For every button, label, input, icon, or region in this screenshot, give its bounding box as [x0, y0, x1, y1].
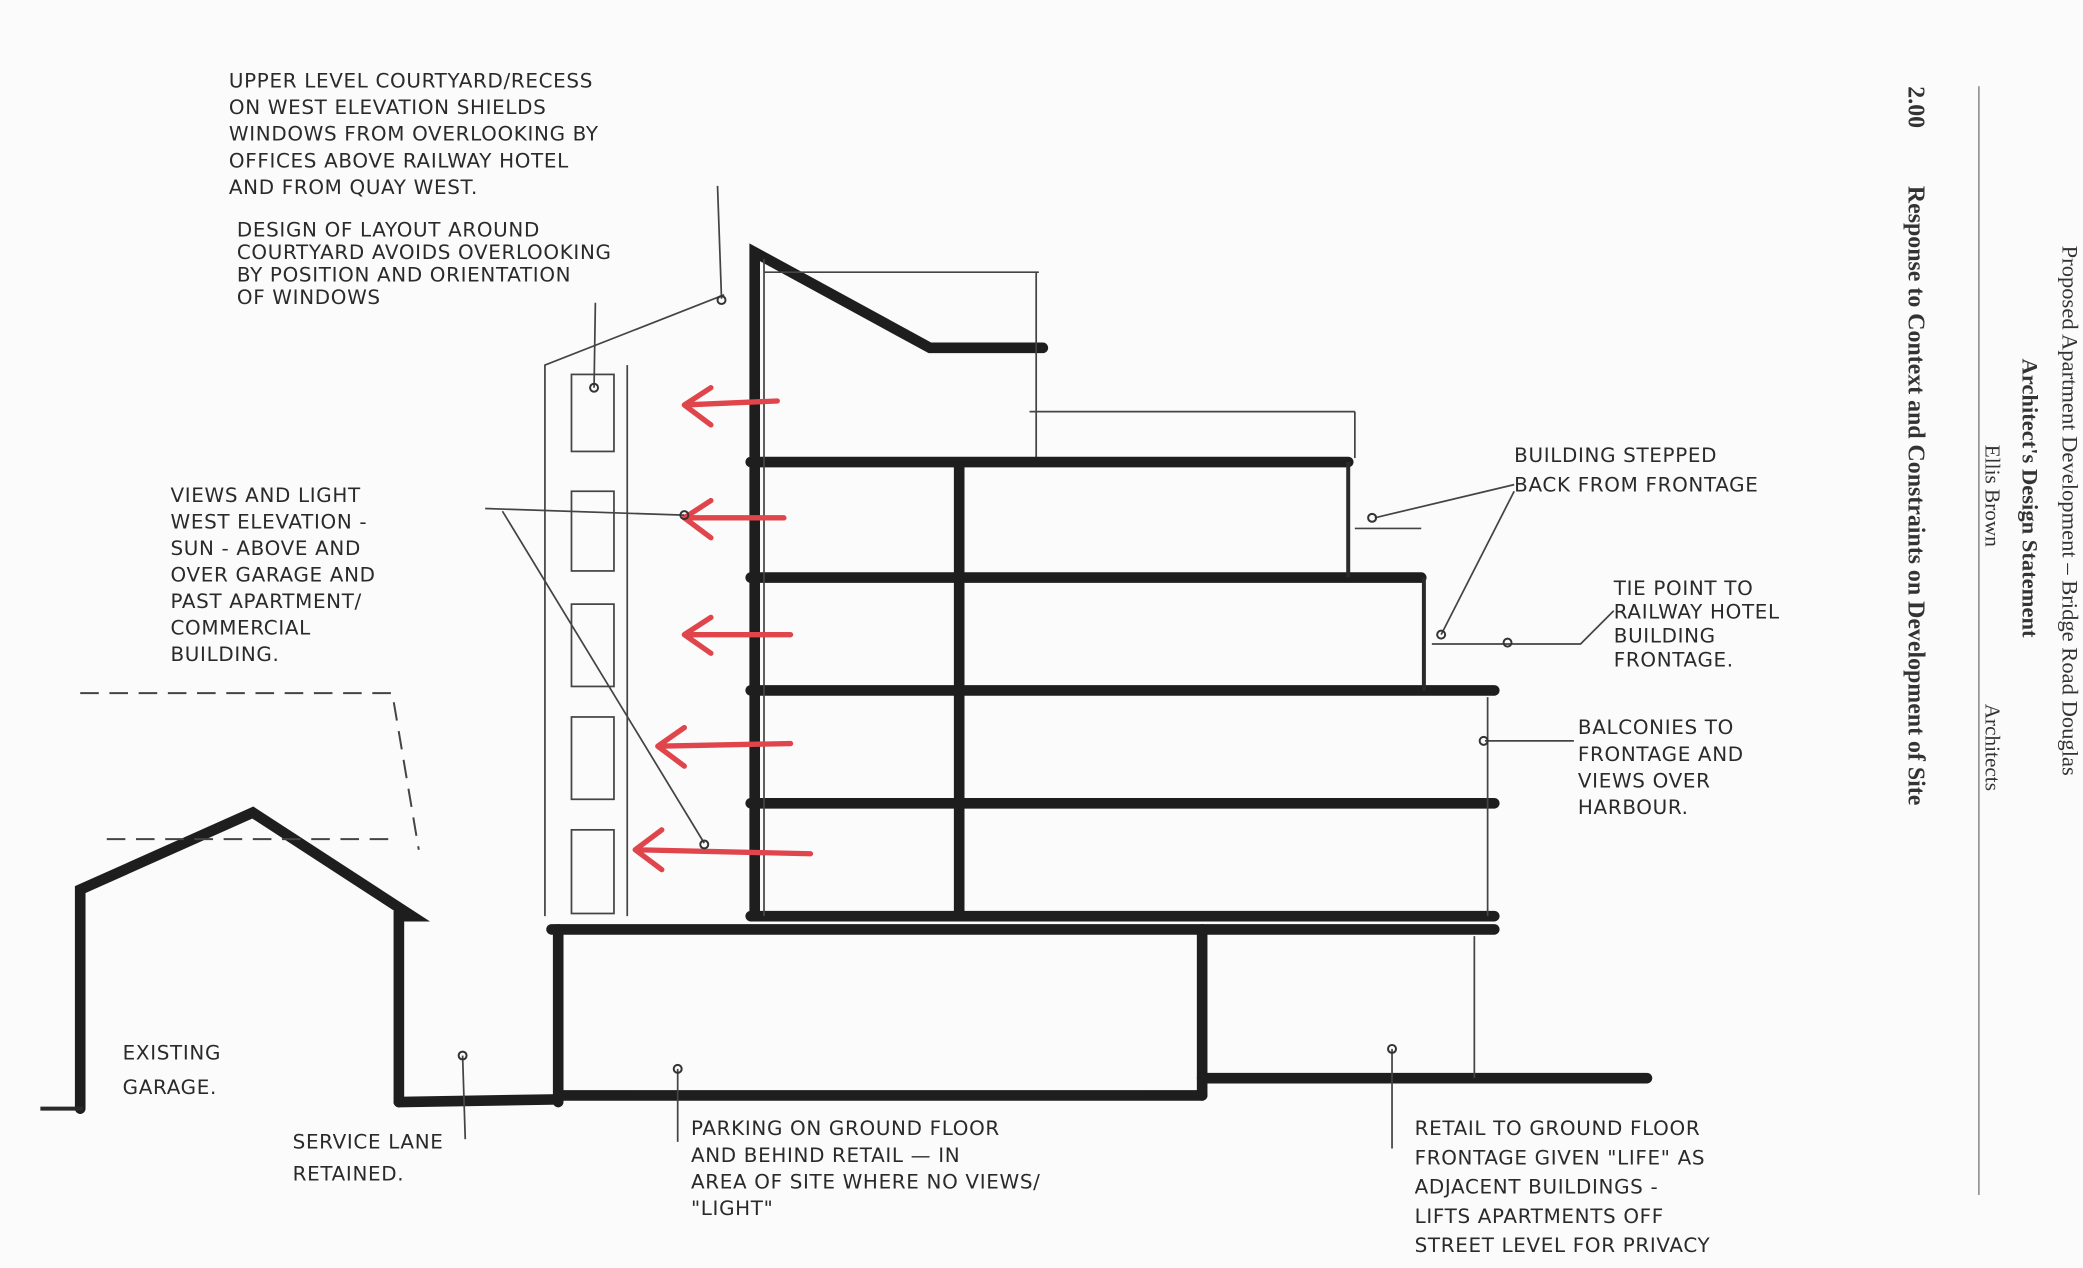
note-tie-line: BUILDING	[1614, 625, 1716, 648]
arrow-icon	[632, 827, 814, 873]
note-views-line: WEST ELEVATION -	[170, 510, 367, 533]
note-parking-line: PARKING ON GROUND FLOOR	[691, 1117, 1000, 1140]
note-layout-line: DESIGN OF LAYOUT AROUND	[237, 218, 540, 241]
existing-garage	[40, 692, 431, 1114]
arrow-icon	[655, 724, 794, 769]
note-courtyard-line: AND FROM QUAY WEST.	[229, 176, 478, 199]
arrow-icon	[681, 614, 794, 656]
note-tie-line: TIE POINT TO	[1613, 577, 1754, 600]
note-views-line: PAST APARTMENT/	[170, 590, 361, 613]
note-retail-line: LIFTS APARTMENTS OFF	[1415, 1205, 1664, 1228]
document-title: Architect's Design Statement	[2018, 358, 2043, 638]
project-title: Proposed Apartment Development – Bridge …	[2058, 246, 2083, 776]
note-layout-line: BY POSITION AND ORIENTATION	[237, 263, 571, 286]
page-header: Proposed Apartment Development – Bridge …	[1903, 86, 2083, 1195]
note-retail-line: RETAIL TO GROUND FLOOR	[1415, 1117, 1701, 1140]
note-views-line: VIEWS AND LIGHT	[170, 484, 361, 507]
note-views-line: SUN - ABOVE AND	[170, 537, 361, 560]
note-views-line: OVER GARAGE AND	[170, 564, 375, 587]
service-lane-ground	[393, 1094, 564, 1108]
note-stepped-line: BACK FROM FRONTAGE	[1514, 473, 1758, 496]
note-lane-line: SERVICE LANE	[293, 1131, 444, 1154]
note-courtyard-line: OFFICES ABOVE RAILWAY HOTEL	[229, 149, 569, 172]
note-parking-line: "LIGHT"	[691, 1197, 773, 1220]
note-retail-line: STREET LEVEL FOR PRIVACY	[1415, 1234, 1711, 1257]
note-balconies-line: VIEWS OVER	[1578, 769, 1711, 792]
note-retail-line: ADJACENT BUILDINGS -	[1415, 1176, 1659, 1199]
note-courtyard-line: UPPER LEVEL COURTYARD/RECESS	[229, 70, 593, 93]
note-garage-line: EXISTING	[123, 1042, 221, 1065]
note-parking-line: AREA OF SITE WHERE NO VIEWS/	[691, 1170, 1041, 1193]
note-parking-line: AND BEHIND RETAIL — IN	[691, 1144, 960, 1167]
firm-name: Ellis Brown	[1981, 445, 2005, 547]
west-elevation-windows	[544, 293, 725, 917]
podium	[546, 924, 1500, 1108]
arrow-icon	[681, 497, 787, 541]
annotation-leaders	[457, 185, 1615, 1149]
section-title: Response to Context and Constraints on D…	[1903, 186, 1929, 805]
note-tie-line: FRONTAGE.	[1614, 649, 1734, 672]
arrow-icon	[681, 385, 780, 428]
note-stepped-line: BUILDING STEPPED	[1514, 444, 1717, 467]
note-garage-line: GARAGE.	[123, 1076, 217, 1099]
note-views-line: COMMERCIAL	[170, 617, 310, 640]
note-tie-line: RAILWAY HOTEL	[1614, 601, 1780, 624]
light-arrows	[632, 385, 814, 873]
note-retail-line: FRONTAGE GIVEN "LIFE" AS	[1415, 1146, 1706, 1169]
note-views-line: BUILDING.	[170, 643, 279, 666]
note-lane-line: RETAINED.	[293, 1162, 405, 1185]
note-balconies-line: HARBOUR.	[1578, 796, 1689, 819]
apartment-block	[745, 243, 1508, 922]
section-number: 2.00	[1903, 86, 1929, 128]
note-balconies-line: BALCONIES TO	[1578, 716, 1734, 739]
note-layout-line: OF WINDOWS	[237, 286, 381, 309]
note-layout-line: COURTYARD AVOIDS OVERLOOKING	[237, 241, 612, 264]
note-courtyard-line: WINDOWS FROM OVERLOOKING BY	[229, 123, 599, 146]
firm-type: Architects	[1981, 704, 2005, 791]
note-courtyard-line: ON WEST ELEVATION SHIELDS	[229, 96, 547, 119]
annotations: UPPER LEVEL COURTYARD/RECESS ON WEST ELEV…	[123, 70, 1780, 1257]
note-balconies-line: FRONTAGE AND	[1578, 743, 1744, 766]
